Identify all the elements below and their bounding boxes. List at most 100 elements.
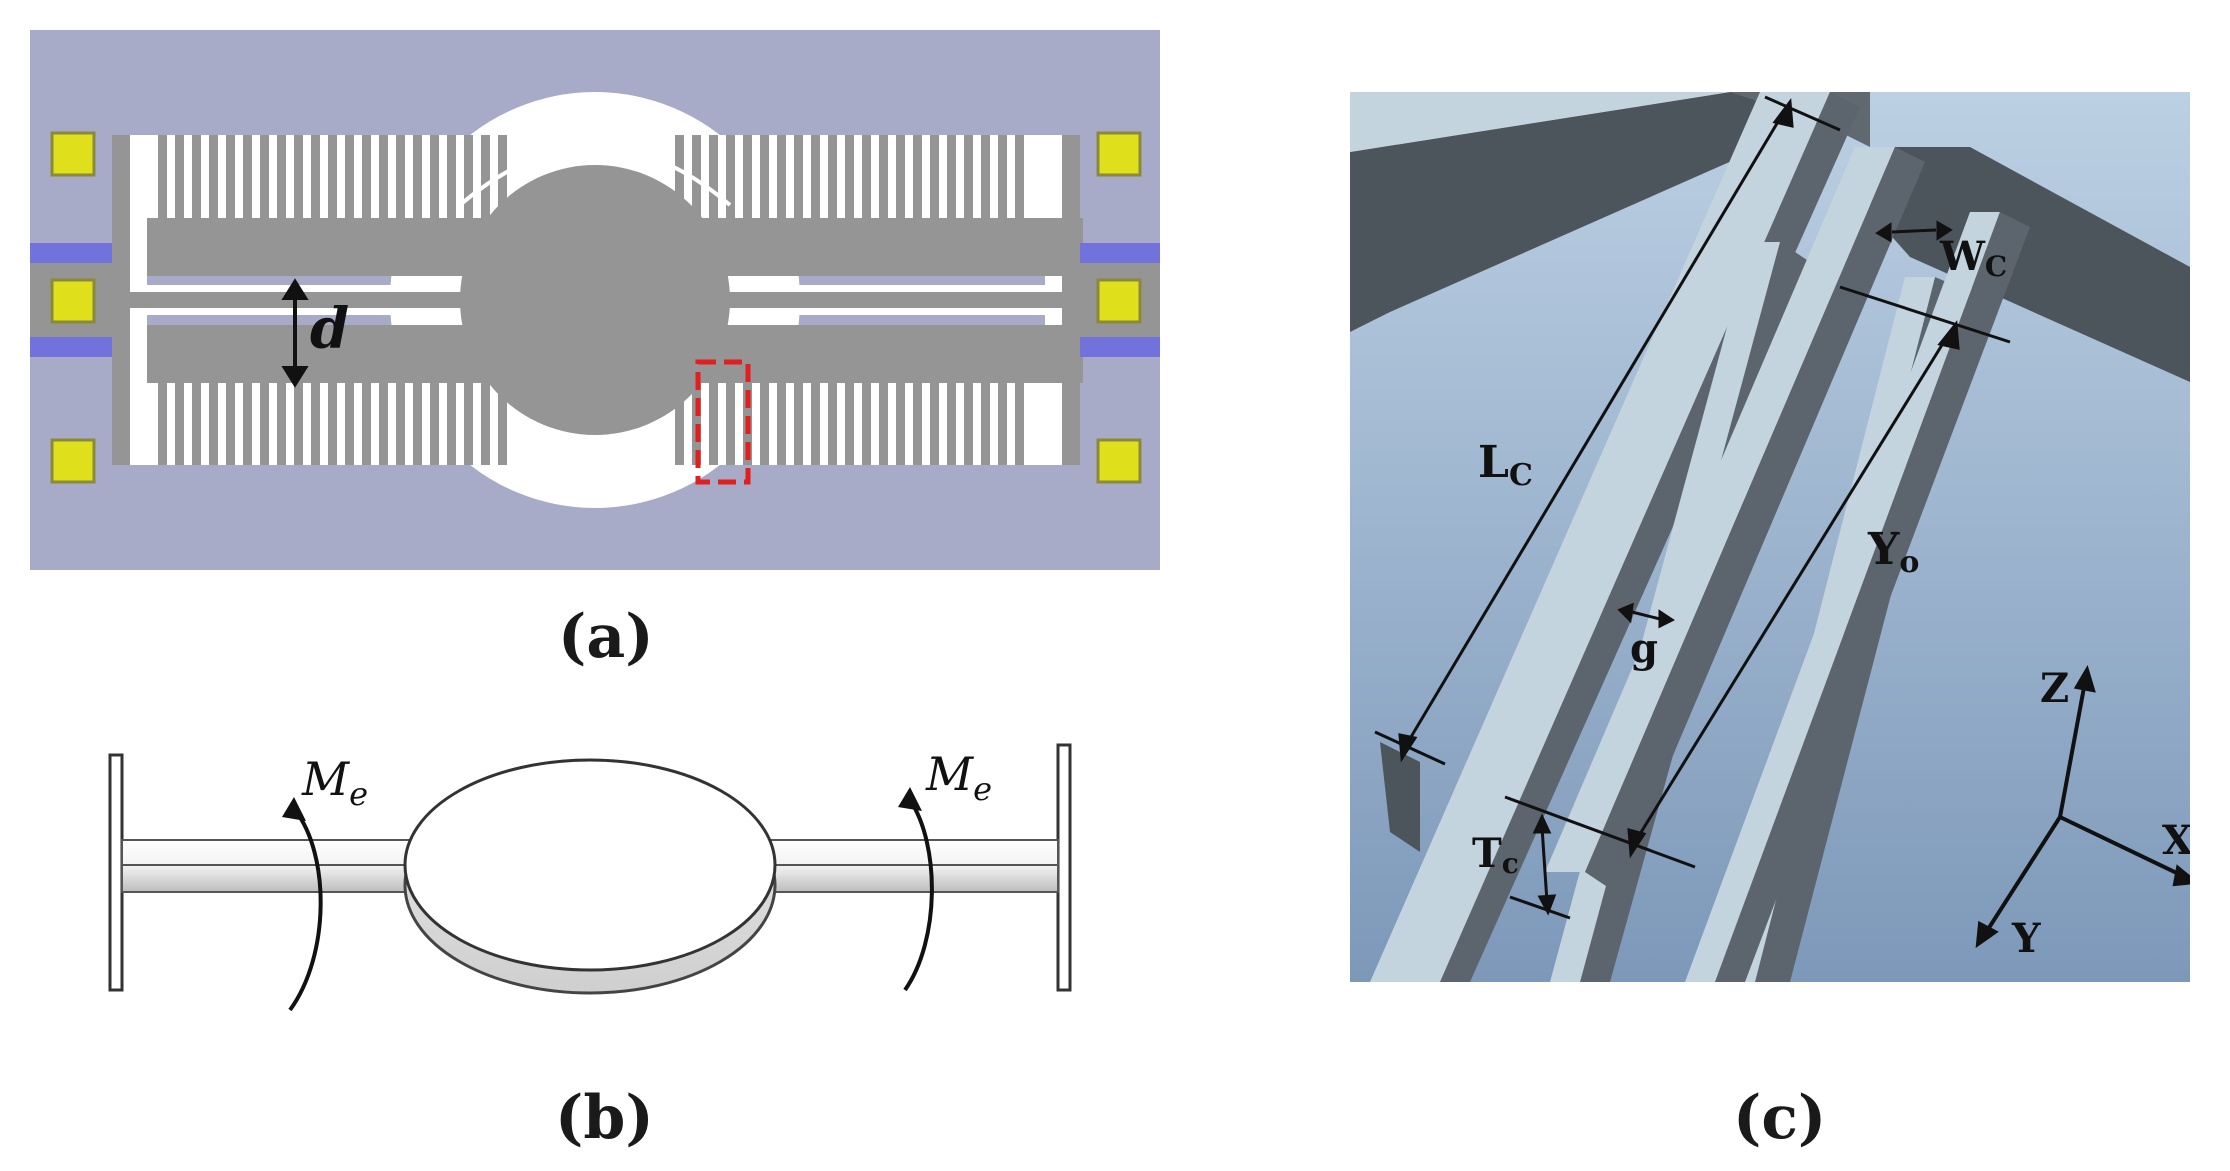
right-moment-arrow [903,798,934,992]
comb-finger [879,135,888,220]
comb-finger [726,135,735,220]
panel-b-torsion: Me Me [108,743,1072,1012]
comb-finger [175,135,184,220]
axis-x-label: X [2162,817,2190,864]
comb-finger [464,380,473,465]
comb-finger [226,380,235,465]
comb-finger [379,135,388,220]
caption-c: (c) [1733,1083,1827,1153]
panel-c-comb-3d: LC WC Yo g Tc Z X Y [1350,92,2190,982]
comb-finger [1015,380,1024,465]
comb-finger [345,380,354,465]
comb-finger [209,135,218,220]
comb-finger [430,380,439,465]
comb-finger [209,380,218,465]
comb-finger [481,135,490,220]
comb-finger [845,380,854,465]
comb-finger [311,380,320,465]
bond-pads [50,131,1142,484]
comb-finger [726,380,735,465]
right-anchor-post [1056,743,1072,992]
comb-finger [192,135,201,220]
comb-finger [158,135,167,220]
comb-finger [413,380,422,465]
comb-finger [362,135,371,220]
contact-strips [30,243,1160,357]
comb-finger [964,380,973,465]
comb-finger [947,380,956,465]
comb-finger [760,135,769,220]
dimension-g [1617,602,1675,629]
left-anchor-post [108,753,124,992]
coordinate-axes [1975,665,2190,949]
comb-finger [862,135,871,220]
comb-finger [447,380,456,465]
dimension-wc [1875,220,1953,243]
comb-finger [743,135,752,220]
bottom-left-block [1380,742,1420,852]
caption-a: (a) [558,602,654,672]
upper-comb-fingers [158,135,1024,220]
caption-b: (b) [555,1083,654,1153]
comb-finger [692,380,701,465]
comb-finger [243,135,252,220]
comb-finger [345,135,354,220]
comb-finger [811,380,820,465]
comb-finger [243,380,252,465]
frame-top-right [1870,147,2190,382]
comb-finger [998,135,1007,220]
left-moment-arrow [288,808,323,1012]
comb-finger [692,135,701,220]
comb-finger [498,380,507,465]
comb-finger [481,380,490,465]
comb-finger [328,135,337,220]
comb-finger [930,380,939,465]
comb-finger [396,135,405,220]
comb-finger [828,380,837,465]
comb-finger [294,380,303,465]
comb-finger [175,380,184,465]
comb-finger [998,380,1007,465]
comb-finger [379,380,388,465]
comb-finger [277,380,286,465]
comb-finger [777,380,786,465]
comb-finger [879,380,888,465]
comb-finger [777,135,786,220]
comb-finger [981,380,990,465]
dimension-tc [1509,813,1571,920]
comb-finger [294,135,303,220]
right-moment-label: Me [925,747,992,808]
comb-finger [964,135,973,220]
comb-finger [675,380,684,465]
comb-finger [277,135,286,220]
comb-finger [794,135,803,220]
comb-finger [896,380,905,465]
comb-finger [913,135,922,220]
comb-finger [447,135,456,220]
comb-finger [464,135,473,220]
comb-finger [1015,135,1024,220]
comb-finger [794,380,803,465]
comb-finger [260,135,269,220]
label-g: g [1630,625,1658,672]
comb-finger [981,135,990,220]
moving-finger-right [1685,212,2000,982]
comb-finger [760,380,769,465]
comb-finger [413,135,422,220]
lower-comb-fingers [158,380,1024,465]
comb-finger [192,380,201,465]
comb-finger [811,135,820,220]
label-lc: LC [1478,437,1533,493]
comb-finger [828,135,837,220]
comb-finger [947,135,956,220]
comb-finger [709,380,718,465]
comb-finger [896,135,905,220]
comb-finger [362,380,371,465]
mirror-disc-top [403,758,777,972]
frame-top-left [1350,92,1820,332]
left-moment-label: Me [301,752,368,813]
comb-finger [862,380,871,465]
label-tc: Tc [1472,830,1519,880]
label-yo: Yo [1867,524,1919,580]
dimension-yo-ticks [1504,285,2011,869]
